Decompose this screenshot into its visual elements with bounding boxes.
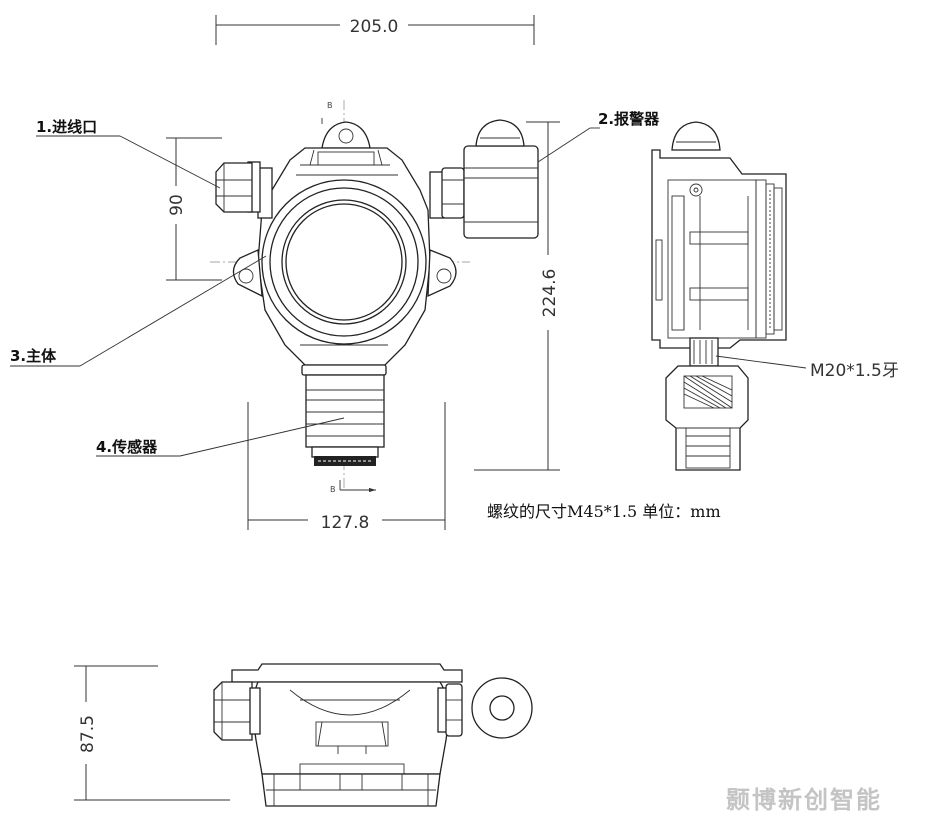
sensor-unit (301, 364, 387, 466)
alarm-fitting (429, 119, 539, 239)
label-thread-side: M20*1.5牙 (810, 361, 899, 381)
section-mark-bottom: B (330, 485, 336, 494)
main-body (232, 147, 457, 366)
bottom-view: 87.5 (74, 663, 533, 807)
callout-alarm: 2.报警器 (537, 110, 660, 163)
dimension-total-height: 224.6 (474, 121, 560, 471)
dim-127-label: 127.8 (321, 513, 370, 533)
dim-205-label: 205.0 (350, 17, 399, 37)
dimension-width-top: 205.0 (215, 15, 535, 45)
dim-87-label: 87.5 (78, 715, 98, 753)
section-mark-top: B (327, 101, 333, 110)
watermark: 颢博新创智能 (726, 786, 882, 814)
side-view (651, 121, 787, 471)
mounting-lug-top (321, 121, 371, 149)
callout-thread-side: M20*1.5牙 (715, 355, 899, 381)
dimension-inlet-height: 90 (166, 137, 222, 281)
label-alarm: 2.报警器 (598, 110, 660, 128)
dimension-sensor-width: 127.8 (247, 402, 446, 533)
callout-sensor: 4.传感器 (96, 417, 345, 457)
thread-note: 螺纹的尺寸M45*1.5 单位：mm (487, 502, 721, 521)
dim-224-label: 224.6 (540, 269, 560, 318)
front-view: B (210, 100, 539, 494)
inlet-fitting (215, 161, 273, 219)
callout-body: 3.主体 (10, 255, 267, 367)
label-inlet: 1.进线口 (36, 118, 97, 136)
label-sensor: 4.传感器 (96, 438, 158, 456)
label-body: 3.主体 (10, 347, 57, 365)
dim-90-label: 90 (167, 194, 187, 216)
callout-inlet: 1.进线口 (36, 118, 221, 189)
